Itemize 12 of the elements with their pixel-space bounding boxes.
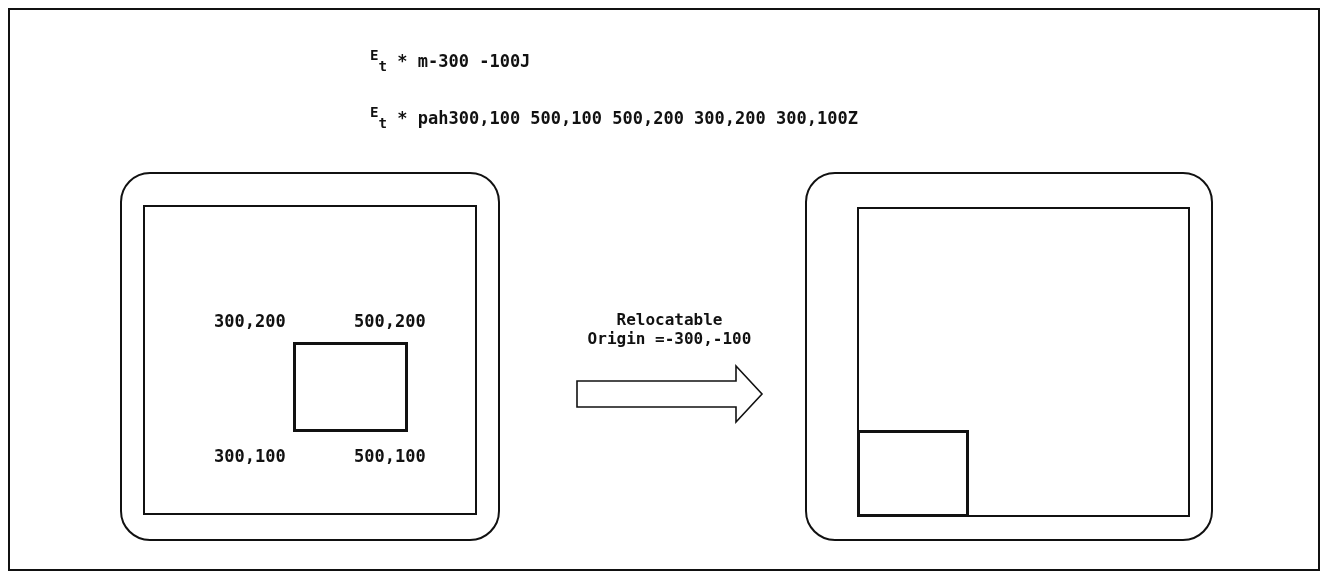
coordinate-label: 500,100 [354,446,426,467]
display-area [143,205,477,515]
monitor-screen [805,172,1213,541]
display-area [857,207,1190,517]
coordinate-label: 300,100 [214,446,286,467]
monitor-screen [120,172,500,541]
rectangle-shape [293,342,408,432]
edge-label: Relocatable Origin =-300,-100 [586,310,753,349]
coordinate-label: 300,200 [214,311,286,332]
rectangle-shape [857,430,969,517]
coordinate-label: 500,200 [354,311,426,332]
block-arrow [576,363,764,425]
